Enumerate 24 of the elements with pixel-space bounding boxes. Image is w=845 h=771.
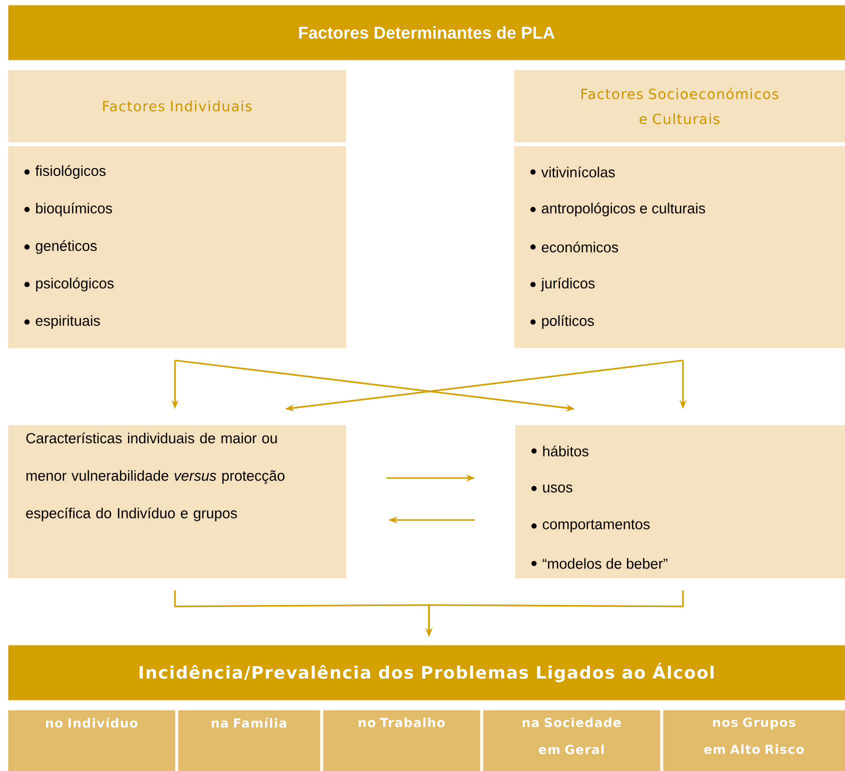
- list-item: económicos: [542, 242, 618, 252]
- list-item: comportamentos: [542, 520, 650, 532]
- list-item: bioquímicos: [36, 202, 112, 216]
- cell-text: no Trabalho: [358, 718, 445, 728]
- list-item: usos: [543, 484, 572, 492]
- cell-text: na Sociedade em Geral: [522, 718, 621, 754]
- cell-text: na Família: [212, 718, 286, 728]
- list-item: vitivinícolas: [541, 166, 615, 178]
- list-item: “modelos de beber”: [542, 558, 668, 569]
- list-item: fisiológicos: [35, 165, 106, 179]
- paragraph: Características individuais de maior ou menor vulnerabilidade versus protecção específica do Indivíduo e grupos: [26, 432, 284, 522]
- list-item: psicológicos: [36, 278, 114, 292]
- title-text: Factores Determinantes de PLA: [299, 26, 554, 39]
- list-item: hábitos: [543, 446, 588, 456]
- list-item: espirituais: [36, 315, 100, 329]
- list-item: políticos: [542, 315, 594, 329]
- list-item: genéticos: [36, 240, 97, 254]
- heading-text: Factores Socioeconómicos e Culturais: [581, 88, 778, 124]
- heading-text: Factores Individuais: [103, 100, 252, 112]
- cell-text: no Indivíduo: [46, 718, 138, 728]
- list-item: jurídicos: [540, 278, 595, 292]
- cell-text: nos Grupos em Alto Risco: [704, 718, 804, 754]
- list-item: antropológicos e culturais: [542, 202, 706, 216]
- result-title: Incidência/Prevalência dos Problemas Ligados ao Álcool: [140, 662, 714, 682]
